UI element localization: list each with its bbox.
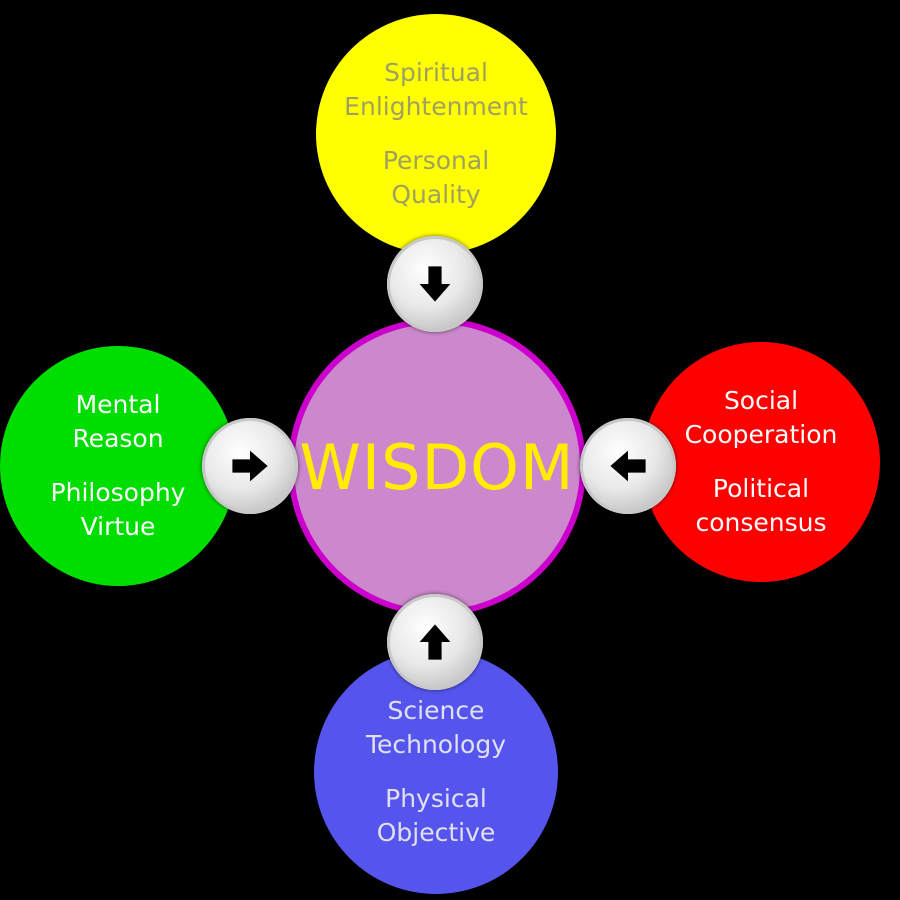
arrow-down-button xyxy=(387,236,483,332)
right-line-1: Social xyxy=(723,386,799,415)
left-line-2: Reason xyxy=(72,424,164,453)
arrow-right-icon xyxy=(232,450,268,482)
right-line-2: Cooperation xyxy=(684,420,838,449)
left-line-3: Philosophy xyxy=(50,478,186,507)
arrow-left-icon xyxy=(610,450,646,482)
arrow-up-button xyxy=(387,594,483,690)
mental-circle: Mental Reason Philosophy Virtue xyxy=(0,346,236,586)
arrow-right-button xyxy=(202,418,298,514)
arrow-down-icon xyxy=(419,266,451,302)
right-line-4: consensus xyxy=(695,508,827,537)
left-line-1: Mental xyxy=(75,390,161,419)
wisdom-circle: WISDOM xyxy=(288,318,586,616)
bottom-line-4: Objective xyxy=(376,818,496,847)
social-circle: Social Cooperation Political consensus xyxy=(642,342,880,582)
bottom-line-2: Technology xyxy=(365,730,507,759)
arrow-left-button xyxy=(580,418,676,514)
bottom-line-1: Science xyxy=(387,696,485,725)
wisdom-label: WISDOM xyxy=(299,430,575,504)
science-circle: Science Technology Physical Objective xyxy=(314,650,558,894)
top-line-3: Personal xyxy=(382,146,490,175)
arrow-up-icon xyxy=(419,624,451,660)
top-line-2: Enlightenment xyxy=(344,92,528,121)
top-line-4: Quality xyxy=(391,180,481,209)
spiritual-circle: Spiritual Enlightenment Personal Quality xyxy=(316,14,556,254)
bottom-line-3: Physical xyxy=(385,784,487,813)
left-line-4: Virtue xyxy=(80,512,156,541)
top-line-1: Spiritual xyxy=(384,58,488,87)
right-line-3: Political xyxy=(712,474,810,503)
